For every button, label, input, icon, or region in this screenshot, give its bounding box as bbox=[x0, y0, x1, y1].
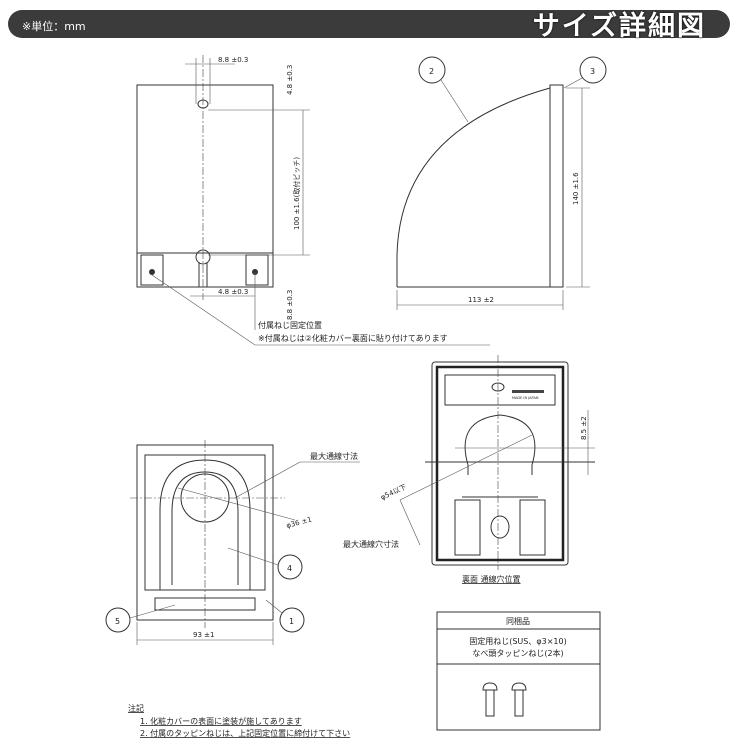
screw-position-label: 付属ねじ固定位置 bbox=[258, 320, 322, 330]
included-line2: なべ頭タッピンねじ(2本) bbox=[472, 648, 563, 658]
dim-height: 140 ±1.6 bbox=[572, 172, 580, 205]
max-hole-label: 最大通線穴寸法 bbox=[343, 539, 399, 549]
made-in-label: MADE IN JAPAN bbox=[512, 396, 539, 400]
balloon-5: 5 bbox=[115, 617, 120, 626]
front-view-bottom: 最大通線寸法 φ36 ±1 最大通線穴寸法 93 ±1 4 5 1 bbox=[105, 440, 399, 645]
dim-pitch: 100 ±1.6(取付ピッチ) bbox=[292, 157, 301, 230]
dim-bottom: 4.8 ±0.3 bbox=[218, 288, 248, 296]
dim-top: 8.8 ±0.3 bbox=[218, 56, 248, 64]
note-item: 2. 付属のタッピンねじは、上記固定位置に締付けて下さい bbox=[140, 728, 350, 738]
notes-title: 注記 bbox=[128, 703, 144, 713]
balloon-2: 2 bbox=[429, 67, 434, 76]
screw-position-note: ※付属ねじは②化粧カバー裏面に貼り付けてあります bbox=[258, 333, 448, 343]
screw-icon bbox=[511, 682, 527, 717]
screw-icon bbox=[482, 682, 498, 717]
dim-right-top: 4.8 ±0.3 bbox=[286, 65, 294, 95]
included-items-box: 同梱品 固定用ねじ(SUS、φ3×10) なべ頭タッピンねじ(2本) bbox=[436, 611, 601, 731]
dim-right-bottom: 8.8 ±0.3 bbox=[286, 290, 294, 320]
side-view: 113 ±2 140 ±1.6 2 3 bbox=[396, 56, 607, 310]
dim-offset: 8.5 ±2 bbox=[580, 416, 588, 440]
page-title: サイズ詳細図 bbox=[532, 11, 706, 42]
balloon-3: 3 bbox=[590, 67, 595, 76]
dim-depth: 113 ±2 bbox=[468, 296, 494, 304]
dim-diameter: φ36 ±1 bbox=[285, 515, 312, 529]
max-wire-label: 最大通線寸法 bbox=[310, 451, 358, 461]
header-bar: ※単位：mm サイズ詳細図 bbox=[8, 10, 730, 42]
dim-width: 93 ±1 bbox=[193, 631, 214, 639]
dim-hole: φ54以下 bbox=[379, 483, 407, 502]
included-line1: 固定用ねじ(SUS、φ3×10) bbox=[469, 636, 567, 646]
balloon-4: 4 bbox=[287, 564, 292, 573]
front-view-top: 8.8 ±0.3 4.8 ±0.3 100 ±1.6(取付ピッチ) 8.8 ±0… bbox=[136, 55, 490, 346]
back-view: MADE IN JAPAN 8.5 ±2 φ54以下 裏面 通線穴位置 bbox=[379, 355, 595, 584]
notes: 注記 1. 化粧カバーの表面に塗装が施してあります 2. 付属のタッピンねじは、… bbox=[128, 703, 350, 738]
included-title: 同梱品 bbox=[506, 616, 530, 626]
unit-label: ※単位：mm bbox=[22, 20, 86, 33]
note-item: 1. 化粧カバーの表面に塗装が施してあります bbox=[140, 716, 302, 726]
balloon-1: 1 bbox=[289, 617, 294, 626]
back-caption: 裏面 通線穴位置 bbox=[462, 574, 521, 584]
